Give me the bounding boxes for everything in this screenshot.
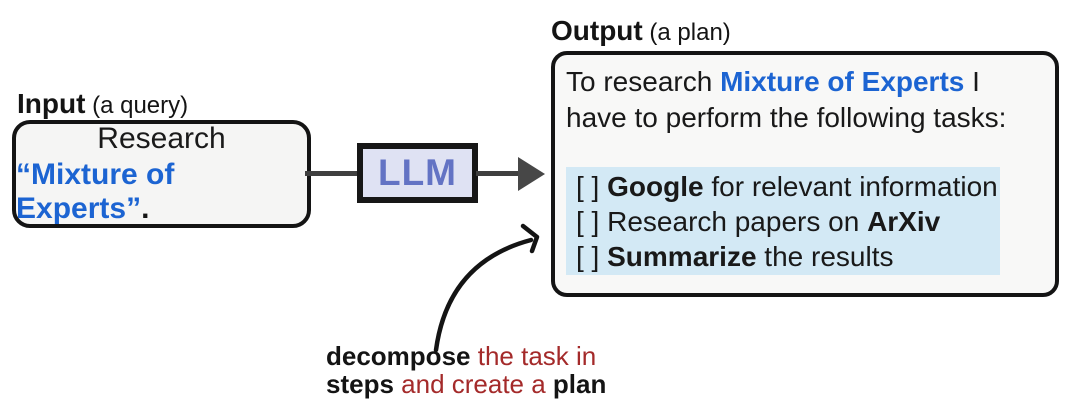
input-label: Input (a query) (17, 88, 188, 120)
task-post: the results (756, 241, 894, 272)
annotation-bold2: steps (326, 369, 394, 399)
annotation-red1: the task in (470, 341, 597, 371)
plan-intro-line1: To research Mixture of Experts I (566, 64, 1046, 100)
task-post: for relevant information (703, 171, 998, 202)
task-checkbox: [ ] (576, 171, 608, 202)
plan-intro-text: To research Mixture of Experts I have to… (566, 64, 1046, 136)
output-label-bold: Output (551, 15, 643, 46)
decompose-annotation: decompose the task in steps and create a… (326, 341, 606, 399)
plan-intro-post: I (964, 66, 980, 97)
right-arrow-icon (518, 157, 545, 191)
task-item-google: [ ] Google for relevant information (576, 169, 1000, 204)
annotation-bold3: plan (552, 369, 607, 399)
task-bold: Summarize (607, 241, 757, 272)
input-query-line2: “Mixture of Experts”. (16, 158, 307, 226)
task-checkbox: [ ] (576, 206, 608, 237)
task-list: [ ] Google for relevant information [ ] … (566, 167, 1000, 275)
query-text: Mixture of Experts (16, 158, 175, 225)
annotation-red2: and create a (393, 369, 553, 399)
annotation-line2: steps and create a plan (326, 369, 606, 399)
annotation-line1: decompose the task in (326, 341, 596, 371)
output-plan-box: To research Mixture of Experts I have to… (551, 51, 1059, 297)
task-item-arxiv: [ ] Research papers on ArXiv (576, 204, 1000, 239)
plan-intro-pre: To research (566, 66, 721, 97)
query-period: . (141, 192, 150, 225)
open-quote: “ (16, 158, 31, 191)
task-item-summarize: [ ] Summarize the results (576, 239, 1000, 274)
output-label-rest: (a plan) (642, 19, 731, 46)
task-bold: ArXiv (867, 206, 941, 237)
llm-to-output-line (476, 171, 521, 176)
input-query-box: Research “Mixture of Experts”. (12, 120, 311, 228)
plan-topic-text: Mixture of Experts (720, 66, 965, 97)
task-bold: Google (607, 171, 704, 202)
plan-intro-line2: have to perform the following tasks: (566, 102, 1007, 133)
input-to-llm-line (305, 171, 359, 176)
output-label: Output (a plan) (551, 15, 731, 47)
annotation-bold1: decompose (326, 341, 471, 371)
input-query-line1: Research (97, 122, 226, 155)
task-pre: Research papers on (607, 206, 868, 237)
task-checkbox: [ ] (576, 241, 608, 272)
input-label-rest: (a query) (85, 92, 189, 119)
input-label-bold: Input (17, 88, 86, 119)
llm-box: LLM (357, 143, 478, 203)
curved-arrow-icon (433, 223, 540, 353)
close-quote: ” (126, 192, 142, 225)
